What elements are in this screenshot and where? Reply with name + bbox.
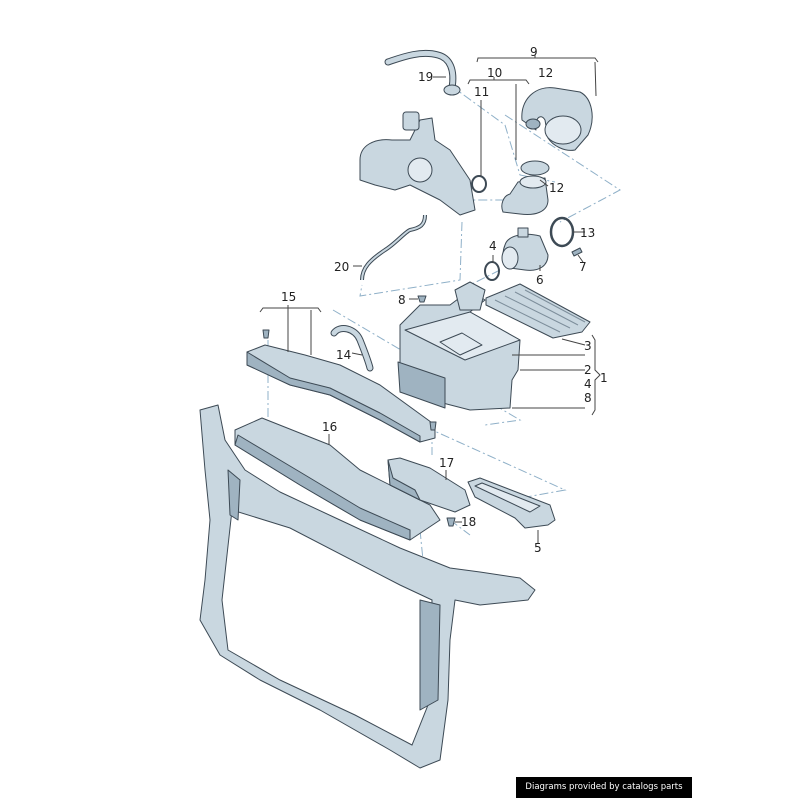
callout-12b: 12 <box>549 181 564 195</box>
callout-9: 9 <box>530 45 538 59</box>
callout-7: 7 <box>579 260 587 274</box>
callout-11: 11 <box>474 85 489 99</box>
callout-16: 16 <box>322 420 337 434</box>
part-1-air-filter-housing[interactable] <box>397 281 521 411</box>
callout-5: 5 <box>534 541 542 555</box>
part-12-elbow-connector[interactable] <box>501 160 550 215</box>
callout-13: 13 <box>580 226 595 240</box>
callout-19: 19 <box>418 70 433 84</box>
part-19-breather-hose[interactable] <box>384 49 461 96</box>
part-5-intake-channel[interactable] <box>467 477 556 529</box>
lock-carrier-front-end[interactable] <box>199 404 536 769</box>
part-3-filter-element[interactable] <box>485 283 591 339</box>
diagram-credit-banner: Diagrams provided by catalogs parts <box>516 777 692 798</box>
part-7-bolt[interactable] <box>571 247 583 257</box>
callout-14: 14 <box>336 348 351 362</box>
part-14-hose[interactable] <box>330 325 374 372</box>
part-18-bolt[interactable] <box>446 517 456 527</box>
callout-4a: 4 <box>584 377 592 391</box>
part-15-air-duct[interactable] <box>246 329 437 443</box>
part-20-pipe[interactable] <box>360 214 427 281</box>
callout-1: 1 <box>600 371 608 385</box>
part-16-air-guide[interactable] <box>234 417 441 541</box>
callout-20: 20 <box>334 260 349 274</box>
part-11-o-ring[interactable] <box>471 175 487 193</box>
callout-8a: 8 <box>584 391 592 405</box>
callout-8b: 8 <box>398 293 406 307</box>
part-4-o-ring[interactable] <box>484 261 500 281</box>
callout-4b: 4 <box>489 239 497 253</box>
part-13-hose-clamp[interactable] <box>549 216 575 248</box>
part-6-air-mass-meter[interactable] <box>501 227 549 271</box>
callout-17: 17 <box>439 456 454 470</box>
callout-6: 6 <box>536 273 544 287</box>
callout-10: 10 <box>487 66 502 80</box>
callout-18: 18 <box>461 515 476 529</box>
callout-15: 15 <box>281 290 296 304</box>
part-17-air-duct[interactable] <box>387 457 471 513</box>
turbocharger-assembly[interactable] <box>359 111 476 216</box>
part-12-intake-hose[interactable] <box>521 87 593 151</box>
callout-12a: 12 <box>538 66 553 80</box>
callout-2: 2 <box>584 363 592 377</box>
part-8-bolt[interactable] <box>417 295 427 303</box>
callout-labels: 9 10 11 12 19 12 13 4 7 6 20 8 15 14 3 2… <box>281 45 608 555</box>
callout-3: 3 <box>584 339 592 353</box>
callout-leader-lines <box>259 55 601 543</box>
